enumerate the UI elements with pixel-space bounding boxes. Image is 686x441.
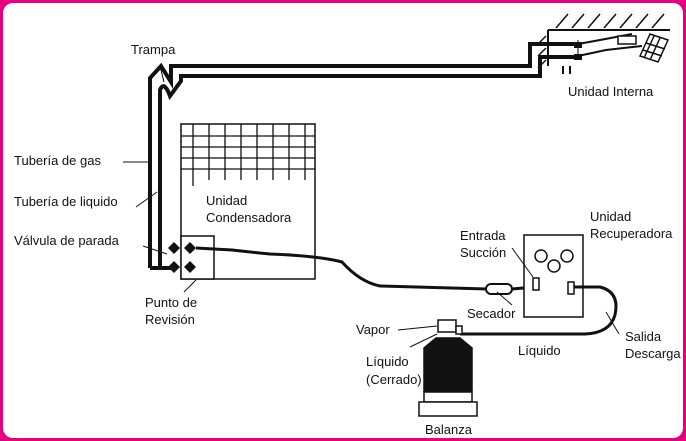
label-salida-descarga-1: Salida	[625, 329, 662, 344]
label-unidad-condensadora-2: Condensadora	[206, 210, 292, 225]
recovery-unit	[523, 234, 584, 318]
wall	[537, 13, 670, 69]
stop-valves	[168, 242, 196, 273]
label-tuberia-gas: Tubería de gas	[14, 153, 101, 168]
gas-line	[148, 42, 576, 268]
label-entrada-succion-1: Entrada	[460, 228, 506, 243]
label-punto-revision-1: Punto de	[145, 295, 197, 310]
label-unidad-condensadora-1: Unidad	[206, 193, 247, 208]
label-unidad-interna: Unidad Interna	[568, 84, 654, 99]
label-tuberia-liquido: Tubería de liquido	[14, 194, 118, 209]
liquid-line	[158, 55, 576, 268]
indoor-liquid-fitting	[574, 54, 582, 60]
label-punto-revision-2: Revisión	[145, 312, 195, 327]
indoor-unit-coil-icon	[638, 33, 670, 63]
label-salida-descarga-2: Descarga	[625, 346, 681, 361]
label-secador: Secador	[467, 306, 516, 321]
diagram-frame: Trampa Tubería de gas Tubería de liquido…	[3, 3, 683, 438]
label-liquido-cerrado-2: (Cerrado)	[366, 372, 422, 387]
recovery-cylinder	[423, 319, 473, 403]
indoor-gas-fitting	[574, 42, 582, 48]
label-unidad-recuperadora-2: Recuperadora	[590, 226, 673, 241]
label-vapor: Vapor	[356, 322, 390, 337]
label-entrada-succion-2: Succión	[460, 245, 506, 260]
labels: Trampa Tubería de gas Tubería de liquido…	[14, 42, 681, 437]
label-balanza: Balanza	[425, 422, 473, 437]
scale-icon	[418, 401, 478, 417]
label-liquido-cerrado-1: Líquido	[366, 354, 409, 369]
label-unidad-recuperadora-1: Unidad	[590, 209, 631, 224]
refrigerant-recovery-diagram: Trampa Tubería de gas Tubería de liquido…	[14, 13, 681, 437]
discharge-hose	[460, 285, 618, 336]
leader-lines	[123, 65, 620, 348]
dryer-filter-icon	[485, 283, 513, 295]
label-liquido: Líquido	[518, 343, 561, 358]
label-trampa: Trampa	[131, 42, 176, 57]
label-valvula-parada: Válvula de parada	[14, 233, 120, 248]
